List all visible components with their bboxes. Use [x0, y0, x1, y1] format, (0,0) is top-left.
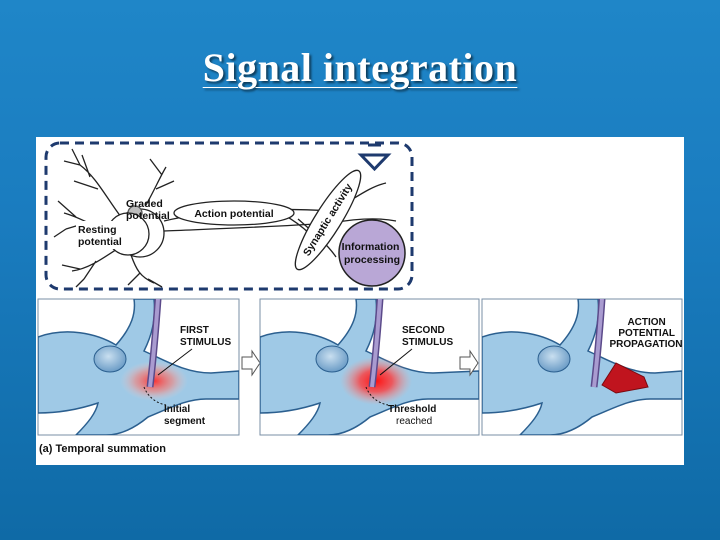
signal-integration-figure: Resting potential Graded potential Actio… — [36, 137, 684, 465]
information-processing-label: Information processing — [342, 241, 403, 266]
resting-potential-label: Resting potential — [78, 224, 122, 248]
right-arrow-icon — [241, 349, 261, 377]
nucleus — [93, 345, 127, 373]
second-stimulus-label: SECOND STIMULUS — [402, 325, 453, 348]
neuron-body — [482, 299, 682, 435]
first-stimulus-label: FIRST STIMULUS — [180, 325, 231, 348]
overview-diagram: Resting potential Graded potential Actio… — [44, 141, 414, 291]
propagation-wave — [601, 362, 649, 394]
panel-first-stimulus: FIRST STIMULUS Initial segment — [37, 298, 240, 436]
figure-caption: (a) Temporal summation — [39, 443, 166, 455]
initial-segment-label: Initial segment — [164, 404, 206, 427]
panel-propagation: ACTION POTENTIAL PROPAGATION — [481, 298, 683, 436]
down-arrow-icon — [357, 143, 392, 172]
action-potential-label: Action potential — [194, 208, 273, 220]
propagation-label: ACTION POTENTIAL PROPAGATION — [610, 317, 683, 350]
threshold-reached-label: Threshold reached — [388, 404, 439, 427]
resting-potential-bg — [76, 221, 126, 249]
action-potential-oval — [173, 200, 295, 226]
information-processing-circle — [338, 219, 406, 287]
right-arrow-icon — [459, 349, 479, 377]
synaptic-activity-ellipse — [294, 169, 362, 271]
nucleus — [315, 345, 349, 373]
graded-potential-label: Graded potential — [126, 198, 170, 222]
figure-svg: Resting potential Graded potential Actio… — [37, 141, 683, 455]
slide-title: Signal integration — [202, 45, 518, 90]
panel-second-stimulus: SECOND STIMULUS Threshold reached — [259, 298, 480, 436]
nucleus — [537, 345, 571, 373]
